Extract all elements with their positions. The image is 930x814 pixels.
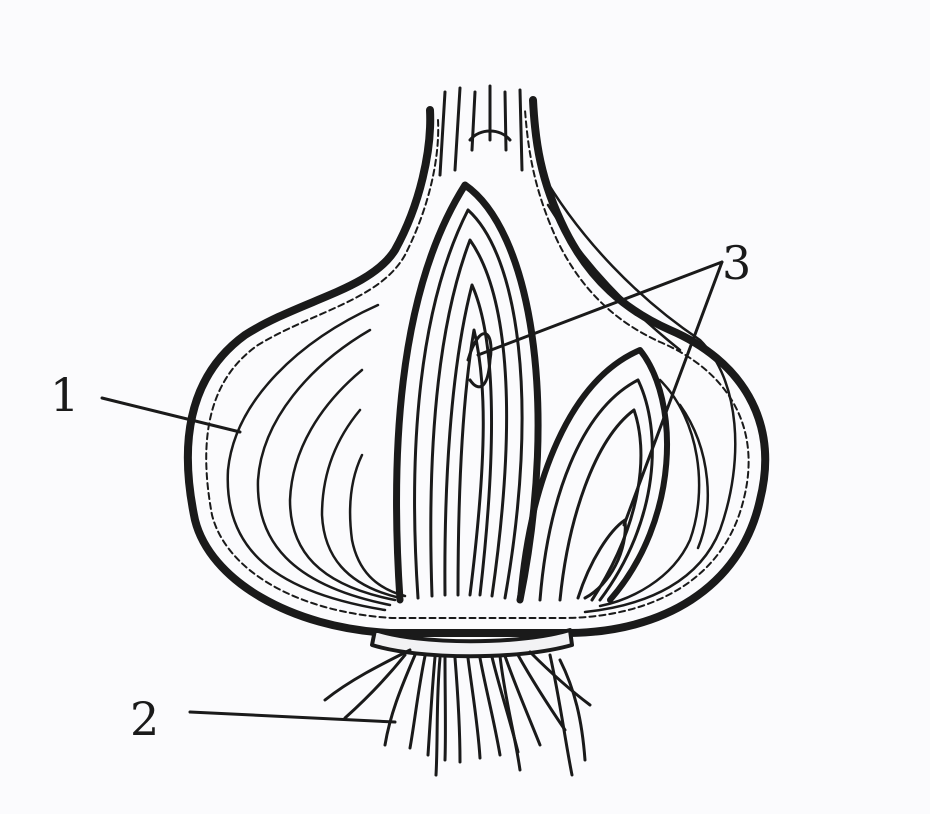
outer-skin	[188, 100, 765, 633]
neck	[440, 86, 522, 175]
label-1: 1	[50, 372, 79, 418]
lateral-bud	[520, 350, 667, 600]
roots	[325, 650, 590, 775]
label-3: 3	[722, 240, 751, 286]
label-2: 2	[130, 696, 159, 742]
scale-layers-left	[228, 305, 405, 610]
central-bud	[397, 185, 539, 600]
leader-line-2	[190, 712, 395, 722]
leader-line-1	[102, 398, 240, 432]
